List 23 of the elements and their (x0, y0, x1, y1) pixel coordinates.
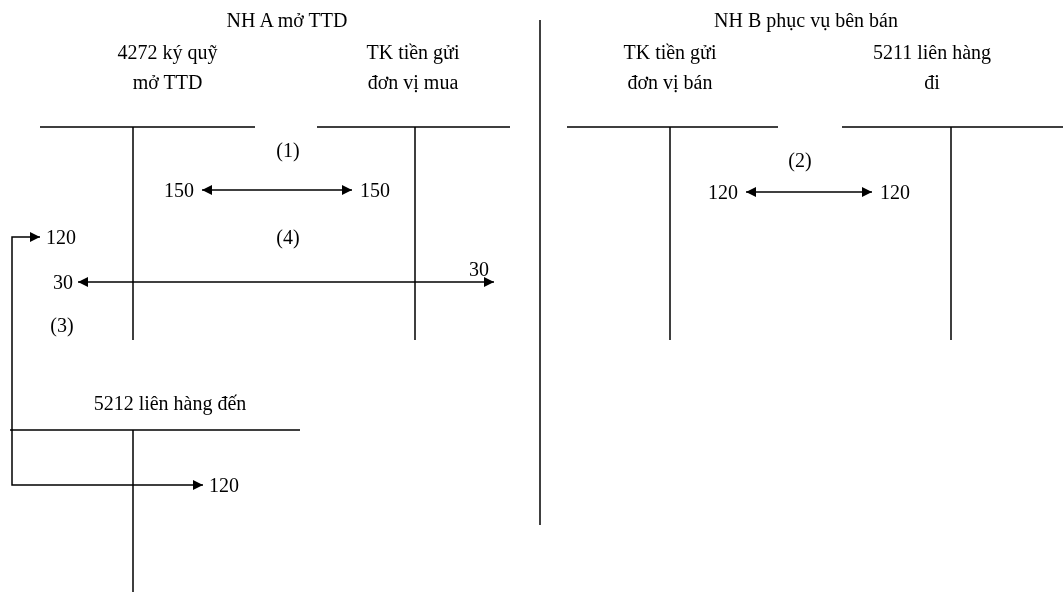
entry-number: (4) (275, 225, 301, 250)
amount-text: 120 (203, 474, 245, 496)
arrow (745, 187, 873, 197)
arrow (11, 232, 204, 490)
amount-text: 30 (50, 271, 76, 293)
amount-text: 120 (874, 181, 916, 203)
amount-text: 150 (158, 179, 200, 201)
account-heading: TK tiền gửi đơn vị bán (622, 40, 718, 95)
entry-number: (1) (275, 138, 301, 163)
account-heading: 5211 liên hàng đi (872, 40, 992, 95)
entry-number: (3) (49, 313, 75, 338)
title-text: NH B phục vụ bên bán (713, 8, 899, 34)
account-heading: 5212 liên hàng đến (92, 391, 248, 417)
entry-number: (2) (787, 148, 813, 173)
amount-text: 120 (40, 226, 82, 248)
account-heading: 4272 ký quỹ mở TTD (116, 40, 219, 95)
amount-text: 150 (354, 179, 396, 201)
account-heading: TK tiền gửi đơn vị mua (365, 40, 461, 95)
title-text: NH A mở TTD (225, 8, 349, 33)
amount-text: 30 (466, 258, 492, 280)
arrow (201, 185, 353, 195)
amount-text: 120 (702, 181, 744, 203)
arrow (77, 277, 495, 287)
